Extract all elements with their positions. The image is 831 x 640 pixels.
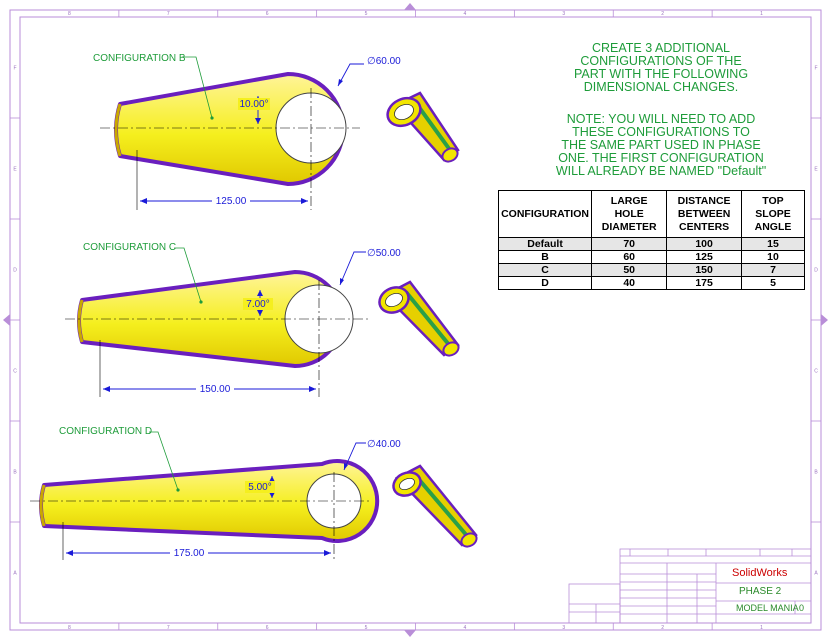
large-hole-d: [306, 473, 362, 529]
table-row: D 40 175 5: [497, 276, 806, 290]
table-cell: B: [497, 250, 593, 264]
table-cell: 7: [740, 263, 806, 277]
diameter-label-b: ∅60.00: [367, 56, 401, 67]
header-configuration: CONFIGURATION: [497, 190, 593, 238]
view-configuration-b: 125.00 10.00° ∅60.00 CONFIGURATION B: [93, 53, 401, 210]
distance-label-c: 150.00: [200, 384, 231, 395]
table-cell: 10: [740, 250, 806, 264]
header-top-slope-angle: TOP SLOPE ANGLE: [740, 190, 806, 238]
table-row: B 60 125 10: [497, 250, 806, 264]
configuration-table: CONFIGURATION LARGE HOLE DIAMETER DISTAN…: [497, 190, 806, 290]
border-column-label: 2: [661, 625, 664, 631]
view-configuration-d: 175.00 5.00° ∅40.00 CONFIGURATION D: [30, 426, 401, 560]
distance-label-d: 175.00: [174, 548, 205, 559]
title-block-subtitle: MODEL MANIA: [736, 603, 799, 613]
table-cell: 125: [666, 250, 742, 264]
angle-label-b: 10.00°: [239, 99, 268, 110]
table-cell: 60: [591, 250, 668, 264]
instruction-line: PART WITH THE FOLLOWING: [573, 67, 749, 81]
table-row: Default 70 100 15: [497, 237, 806, 251]
table-cell: 40: [591, 276, 668, 290]
border-column-label: 6: [266, 625, 269, 631]
border-column-label: 4: [464, 625, 467, 631]
border-column-label: 3: [562, 625, 565, 631]
instruction-line: CREATE 3 ADDITIONAL: [592, 41, 730, 55]
table-cell: C: [497, 263, 593, 277]
border-column-label: 3: [562, 11, 565, 17]
border-row-label: A: [13, 571, 17, 577]
note-line: NOTE: YOU WILL NEED TO ADD: [566, 112, 756, 126]
config-label-b: CONFIGURATION B: [93, 53, 186, 64]
title-block-company: SolidWorks: [732, 567, 788, 579]
instruction-line: DIMENSIONAL CHANGES.: [583, 80, 739, 94]
border-row-label: E: [13, 167, 17, 173]
distance-label-b: 125.00: [216, 196, 247, 207]
note-line: WILL ALREADY BE NAMED "Default": [555, 164, 767, 178]
table-cell: D: [497, 276, 593, 290]
table-cell: 50: [591, 263, 668, 277]
angle-label-c: 7.00°: [246, 299, 269, 310]
note-line: THESE CONFIGURATIONS TO: [572, 125, 750, 139]
border-column-label: 5: [365, 11, 368, 17]
table-cell: 100: [666, 237, 742, 251]
view-configuration-c: 150.00 7.00° ∅50.00 CONFIGURATION C: [65, 242, 401, 397]
table-cell: 175: [666, 276, 742, 290]
diameter-label-d: ∅40.00: [367, 439, 401, 450]
table-cell: 70: [591, 237, 668, 251]
config-label-c: CONFIGURATION C: [83, 242, 176, 253]
border-row-label: B: [13, 470, 17, 476]
border-row-label: C: [814, 369, 818, 375]
header-large-hole-diameter: LARGE HOLE DIAMETER: [591, 190, 668, 238]
title-block-frame: [568, 548, 812, 624]
border-row-label: D: [13, 268, 17, 274]
border-row-label: F: [814, 66, 817, 72]
border-row-label: A: [814, 571, 818, 577]
border-row-label: C: [13, 369, 17, 375]
title-block-rev: 0: [799, 603, 805, 613]
header-distance-between-centers: DISTANCE BETWEEN CENTERS: [666, 190, 742, 238]
note-line: ONE. THE FIRST CONFIGURATION: [558, 151, 764, 165]
instruction-line: CONFIGURATIONS OF THE: [580, 54, 742, 68]
border-column-label: 6: [266, 11, 269, 17]
table-header-row: CONFIGURATION LARGE HOLE DIAMETER DISTAN…: [497, 190, 806, 238]
border-column-label: 5: [365, 625, 368, 631]
table-cell: 150: [666, 263, 742, 277]
border-row-label: D: [814, 268, 818, 274]
config-label-d: CONFIGURATION D: [59, 426, 152, 437]
border-row-label: B: [814, 470, 818, 476]
note-line: THE SAME PART USED IN PHASE: [561, 138, 761, 152]
border-column-label: 8: [68, 625, 71, 631]
border-column-label: 8: [68, 11, 71, 17]
table-row: C 50 150 7: [497, 263, 806, 277]
instructions-block: CREATE 3 ADDITIONAL CONFIGURATIONS OF TH…: [520, 42, 802, 94]
isometric-part-b: [386, 91, 460, 163]
border-column-label: 7: [167, 625, 170, 631]
border-column-label: 1: [760, 625, 763, 631]
border-column-label: 4: [464, 11, 467, 17]
diameter-label-c-visible: ∅50.00: [367, 248, 401, 259]
isometric-part-d: [392, 464, 478, 548]
table-cell: 15: [740, 237, 806, 251]
note-block: NOTE: YOU WILL NEED TO ADD THESE CONFIGU…: [520, 113, 802, 178]
border-column-label: 7: [167, 11, 170, 17]
table-cell: 5: [740, 276, 806, 290]
border-row-label: F: [13, 66, 16, 72]
angle-label-d: 5.00°: [248, 482, 271, 493]
isometric-part-c: [378, 280, 460, 357]
table-cell: Default: [497, 237, 593, 251]
title-block-title: PHASE 2: [739, 586, 782, 597]
border-column-label: 1: [760, 11, 763, 17]
border-column-label: 2: [661, 11, 664, 17]
border-row-label: E: [814, 167, 818, 173]
